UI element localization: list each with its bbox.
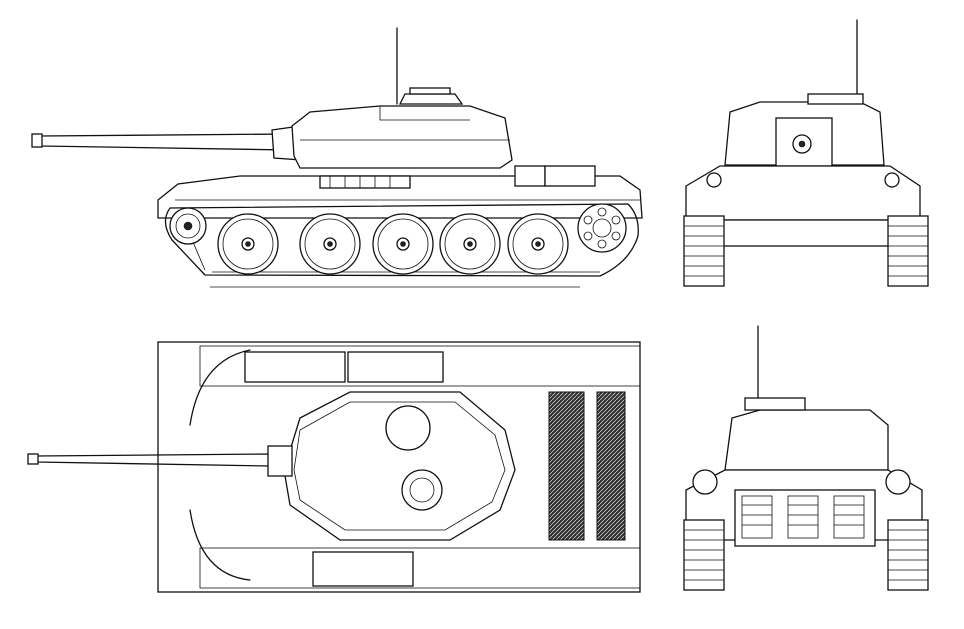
rear-exhaust-left (741, 495, 773, 539)
top-commander-cupola (401, 469, 443, 511)
rear-exhaust-plate (734, 489, 876, 547)
side-view (31, 27, 643, 288)
side-road-wheel-4 (439, 213, 501, 275)
rear-track-right (887, 519, 929, 591)
side-road-wheel-5 (507, 213, 569, 275)
side-muzzle (31, 133, 43, 148)
top-tow-cable (189, 349, 251, 426)
front-track-right (887, 215, 929, 287)
side-cupola (398, 93, 464, 105)
side-track (164, 203, 639, 277)
rear-turret (724, 409, 889, 471)
side-idler-wheel (169, 207, 207, 245)
front-headlight-right (884, 172, 900, 188)
front-glacis (719, 219, 891, 247)
top-mantlet (267, 445, 293, 477)
rear-track-left (683, 519, 725, 591)
side-road-wheel-3 (372, 213, 434, 275)
side-turret (291, 105, 513, 169)
side-road-wheel-2 (299, 213, 361, 275)
front-view (683, 19, 929, 287)
front-hull (685, 165, 921, 221)
side-road-wheel-1 (217, 213, 279, 275)
rear-view (683, 325, 929, 591)
side-fuel-tank-1 (514, 165, 546, 187)
top-fender-right (199, 547, 641, 589)
top-loader-hatch (385, 405, 431, 451)
top-view (27, 341, 641, 593)
side-gun-barrel (39, 133, 291, 151)
top-turret (283, 391, 516, 541)
top-fender-left (199, 345, 641, 387)
front-headlight-left (706, 172, 722, 188)
rear-exhaust-right (833, 495, 865, 539)
side-fuel-tank-2 (544, 165, 596, 187)
rear-exhaust-center (787, 495, 819, 539)
rear-fuel-drum-left (692, 469, 718, 495)
side-drive-sprocket (577, 203, 627, 253)
top-engine-grille-1 (548, 391, 585, 541)
rear-fuel-drum-right (885, 469, 911, 495)
top-muzzle (27, 453, 39, 465)
top-engine-grille-2 (596, 391, 626, 541)
front-track-left (683, 215, 725, 287)
